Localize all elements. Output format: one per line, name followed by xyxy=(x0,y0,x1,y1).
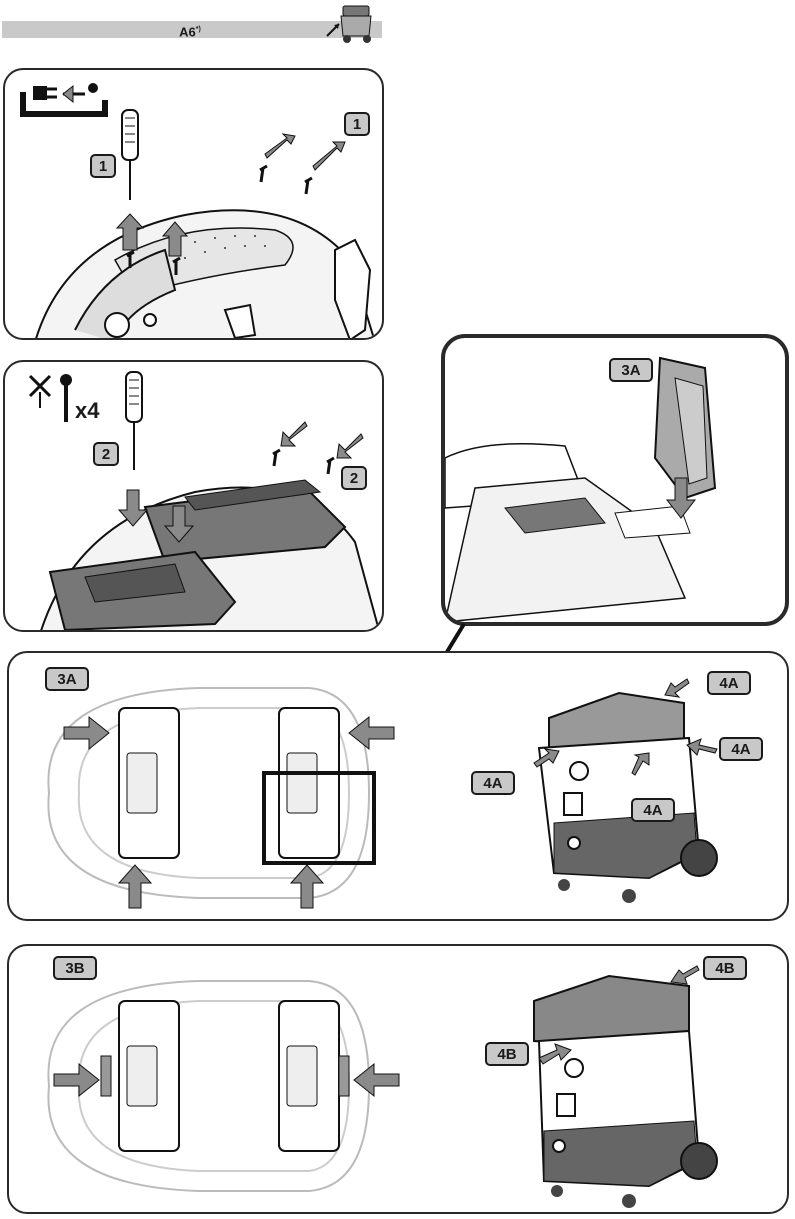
arrow-icon xyxy=(117,421,364,543)
screw-count: x4 xyxy=(75,398,100,423)
arrow-icon xyxy=(538,965,700,1065)
arrow-icon xyxy=(665,477,697,519)
screw-icon xyxy=(126,250,135,268)
step-badge: 3A xyxy=(45,667,89,691)
callout-badge: 4B xyxy=(485,1042,529,1066)
step-3a-panel: 3A 4A 4A 4A 4A xyxy=(7,651,789,921)
step-badge: 2 xyxy=(93,442,119,466)
callout-badge: 4A xyxy=(719,737,763,761)
arrow-icon xyxy=(63,715,395,909)
step-3b-panel: 3B 4B 4B xyxy=(7,944,789,1214)
callout-badge: 4B xyxy=(703,956,747,980)
callout-badge: 4A xyxy=(631,798,675,822)
header-bar xyxy=(2,21,382,38)
screwdriver-icon xyxy=(125,371,143,470)
step-2-panel: x4 2 2 xyxy=(3,360,384,632)
screw-icon xyxy=(272,448,281,467)
screw-icon xyxy=(304,176,313,195)
step-badge: 2 xyxy=(341,466,367,490)
vacuum-thumbnail-icon xyxy=(326,5,372,43)
screw-icon xyxy=(172,256,181,275)
step-badge: 3A xyxy=(609,358,653,382)
step-badge: 3B xyxy=(53,956,97,980)
screw-icon xyxy=(259,164,268,183)
detail-highlight-box xyxy=(262,771,376,865)
step-1-illustration xyxy=(20,83,375,338)
arrow-icon xyxy=(53,1062,400,1098)
detail-illustration xyxy=(445,356,717,622)
screwdriver-icon xyxy=(121,109,139,200)
no-screw-icon xyxy=(28,374,52,408)
step-1-panel: 1 1 xyxy=(3,68,384,340)
arrow-icon xyxy=(533,678,718,776)
unplug-icon xyxy=(20,83,108,117)
callout-badge: 4A xyxy=(471,771,515,795)
step-3a-illustration xyxy=(47,678,718,909)
page-title: A6*) xyxy=(179,24,201,40)
vacuum-icon xyxy=(537,691,718,903)
step-2-illustration xyxy=(28,371,380,630)
vacuum-icon xyxy=(533,974,718,1208)
arrow-icon xyxy=(115,133,346,257)
step-3b-illustration xyxy=(47,965,718,1208)
step-badge: 1 xyxy=(90,154,116,178)
callout-badge: 4A xyxy=(707,671,751,695)
detail-panel: 3A xyxy=(441,334,789,626)
step-badge: 1 xyxy=(344,112,370,136)
screw-icon xyxy=(326,456,335,475)
screw-icon xyxy=(60,374,72,422)
